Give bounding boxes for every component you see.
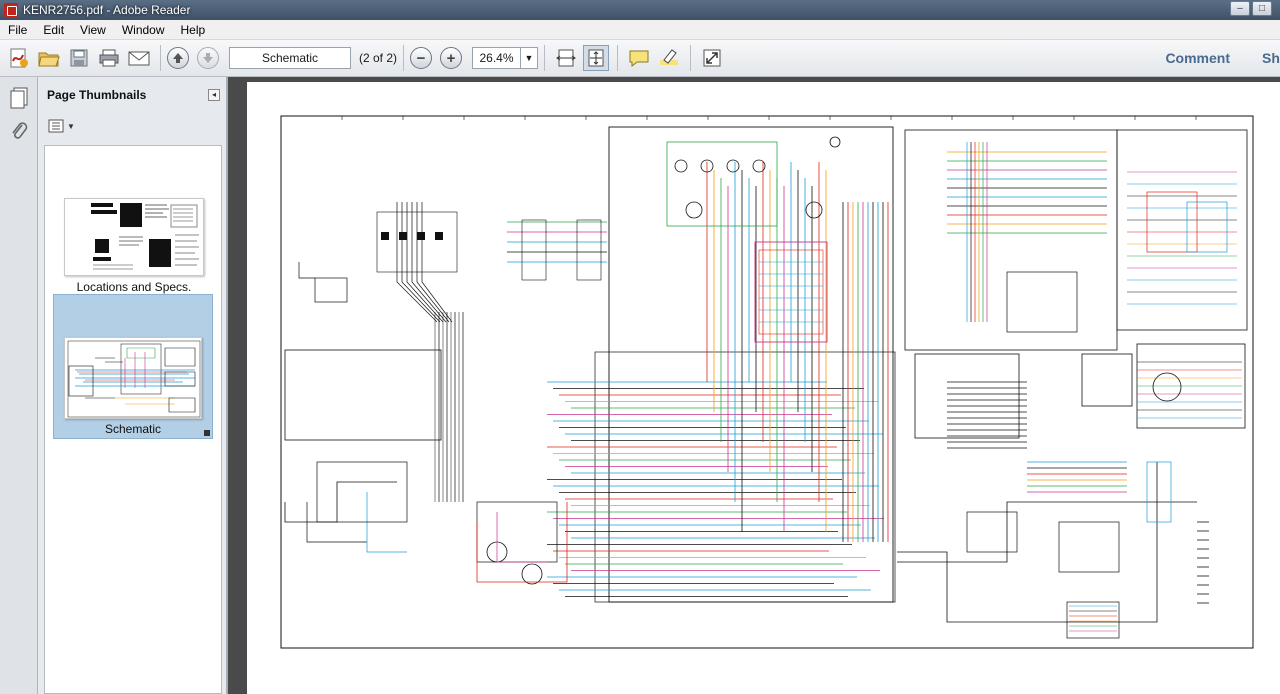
thumbnail-page-1[interactable]: Locations and Specs.: [55, 146, 213, 294]
zoom-dropdown-icon[interactable]: ▼: [520, 47, 539, 69]
toolbar-separator: [617, 45, 619, 71]
zoom-out-icon[interactable]: −: [410, 47, 433, 69]
chevron-down-icon: ▼: [67, 121, 75, 131]
panel-title: Page Thumbnails: [47, 88, 147, 102]
document-view[interactable]: [228, 77, 1280, 694]
collapse-panel-button[interactable]: ◂: [208, 89, 220, 101]
thumbnail-page-2-selected[interactable]: Schematic: [53, 294, 213, 439]
zoom-in-icon[interactable]: +: [440, 47, 463, 69]
thumbnail-label-1: Locations and Specs.: [76, 280, 192, 294]
pdf-page: [247, 82, 1280, 694]
page-1-preview: [91, 203, 199, 270]
options-icon: [48, 119, 64, 133]
menu-view[interactable]: View: [80, 22, 106, 37]
highlight-icon[interactable]: [656, 45, 682, 71]
page-count: (2 of 2): [359, 51, 398, 65]
title-bar: KENR2756.pdf - Adobe Reader – □: [0, 0, 1280, 20]
pdf-file-icon: [4, 3, 18, 17]
maximize-button[interactable]: □: [1252, 1, 1272, 16]
email-icon[interactable]: [126, 45, 152, 71]
menu-file[interactable]: File: [8, 22, 28, 37]
window-controls: – □: [1230, 1, 1272, 16]
wiring-schematic: [280, 115, 1254, 649]
menu-edit[interactable]: Edit: [43, 22, 65, 37]
fit-width-icon[interactable]: [553, 45, 579, 71]
thumbnail-label-2: Schematic: [104, 422, 162, 436]
toolbar-separator: [160, 45, 161, 71]
thumbnail-image-1: [64, 198, 204, 276]
navigation-rail: [0, 77, 38, 694]
window-title: KENR2756.pdf - Adobe Reader: [23, 3, 191, 17]
open-icon[interactable]: [36, 45, 62, 71]
zoom-field[interactable]: 26.4%: [472, 47, 521, 69]
page-thumbnails-panel: Page Thumbnails ◂ ▼: [38, 77, 228, 694]
thumbnail-list: Locations and Specs.: [44, 145, 222, 694]
create-pdf-icon[interactable]: [6, 45, 32, 71]
fit-page-icon[interactable]: [583, 45, 610, 71]
toolbar: Schematic (2 of 2) − + 26.4% ▼ Comment S…: [0, 40, 1280, 77]
print-icon[interactable]: [96, 45, 122, 71]
save-icon[interactable]: [66, 45, 92, 71]
options-menu-button[interactable]: ▼: [48, 119, 75, 133]
minimize-button[interactable]: –: [1230, 1, 1250, 16]
thumbnail-resize-handle[interactable]: [204, 430, 210, 436]
comment-pane-link[interactable]: Comment: [1165, 50, 1230, 66]
toolbar-separator: [544, 45, 546, 71]
panel-options: ▼: [38, 113, 226, 139]
share-pane-link[interactable]: Sh: [1262, 50, 1280, 66]
bookmark-field[interactable]: Schematic: [229, 47, 351, 69]
next-page-icon[interactable]: [197, 47, 219, 69]
page-2-preview: [67, 340, 201, 418]
fullscreen-icon[interactable]: [699, 45, 725, 71]
page-thumbnails-icon[interactable]: [6, 85, 32, 111]
thumbnail-image-2: [64, 337, 202, 419]
menu-bar: File Edit View Window Help: [0, 20, 1280, 40]
sticky-note-icon[interactable]: [626, 45, 652, 71]
menu-window[interactable]: Window: [121, 22, 165, 37]
toolbar-separator: [403, 45, 405, 71]
menu-help[interactable]: Help: [180, 22, 206, 37]
toolbar-separator: [690, 45, 692, 71]
prev-page-icon[interactable]: [167, 47, 189, 69]
attachments-icon[interactable]: [6, 119, 32, 145]
